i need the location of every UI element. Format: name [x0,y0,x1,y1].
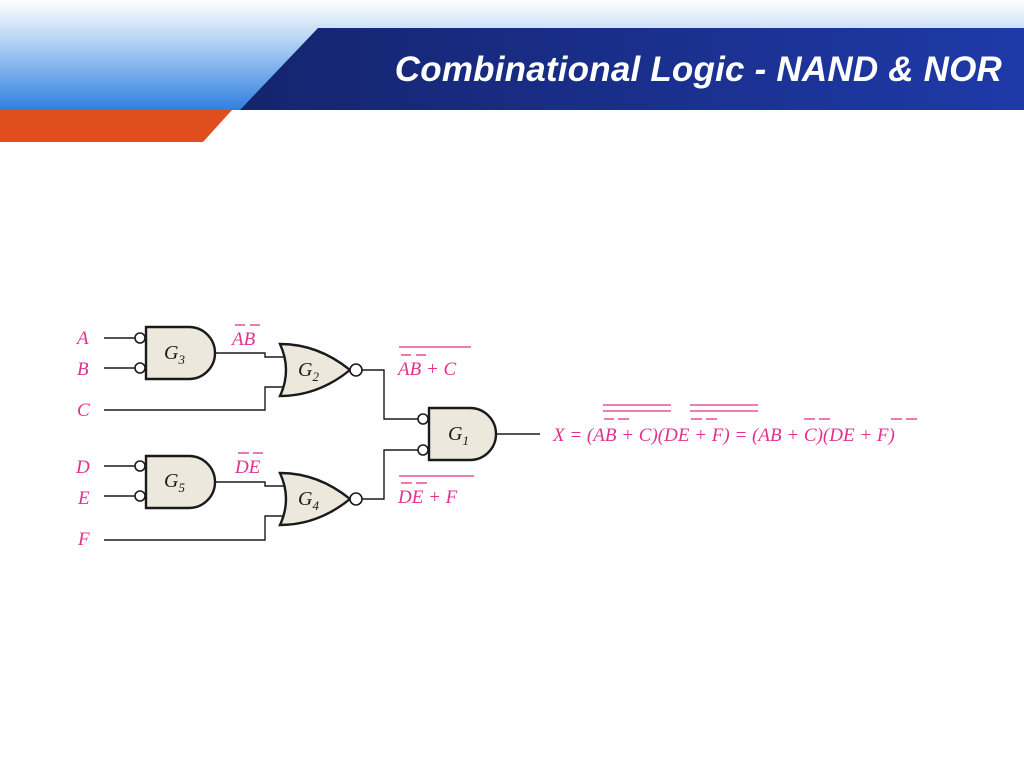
wire-c [104,386,288,411]
slide-title: Combinational Logic - NAND & NOR [394,50,1002,89]
wire-g3-out [215,352,288,358]
input-label-c: C [77,400,90,421]
svg-text:G5: G5 [164,470,185,495]
svg-text:DE: DE [234,457,261,478]
wire-g4-out [362,449,418,500]
input-label-f: F [77,529,90,550]
label-g5-output: DE [234,452,263,478]
input-label-a: A [75,328,89,349]
svg-text:AB + C: AB + C [396,359,457,380]
svg-text:DE + F: DE + F [397,487,458,508]
header-band [0,0,1024,142]
wire-f [104,515,288,541]
label-g2-output: AB + C [396,346,471,380]
gate-g3: G3 [134,325,217,381]
wire-g5-out [215,481,288,487]
input-label-b: B [77,359,89,380]
output-equation: X = (AB + C)(DE + F) = (AB + C)(DE + F) [552,404,917,446]
label-g3-output: AB [230,324,260,350]
input-label-e: E [77,488,90,509]
gate-g1: G1 [417,406,498,462]
header-orange-strip [0,110,232,142]
svg-text:G2: G2 [298,359,319,384]
label-g4-output: DE + F [397,475,474,508]
svg-text:G1: G1 [448,423,469,448]
svg-text:AB: AB [230,329,256,350]
input-label-d: D [75,457,90,478]
svg-text:X = (AB + C)(DE + F) = (AB + C: X = (AB + C)(DE + F) = (AB + C)(DE + F) [552,425,895,446]
header-dark-band [240,28,1024,110]
gate-g4: G4 [278,471,363,527]
svg-text:G3: G3 [164,342,185,367]
gate-g2: G2 [278,342,363,398]
gate-g5: G5 [134,454,217,510]
svg-text:G4: G4 [298,488,319,513]
wire-g2-out [362,369,418,420]
